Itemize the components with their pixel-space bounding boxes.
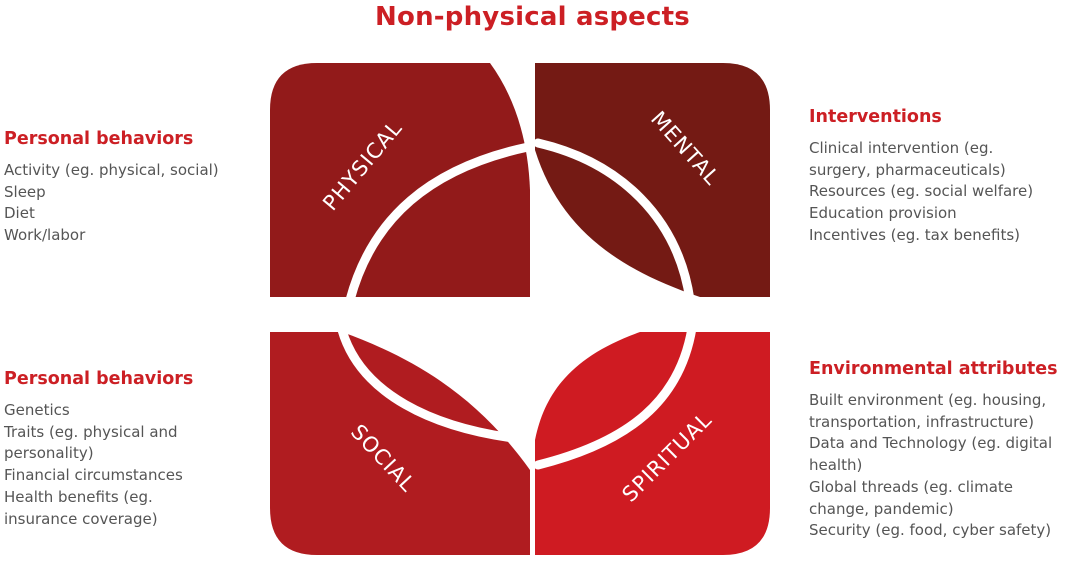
panel-list: Clinical intervention (eg. surgery, phar… — [809, 138, 1059, 247]
list-item: health) — [809, 456, 863, 475]
list-item: Traits (eg. physical and — [4, 422, 178, 441]
arc-social — [337, 325, 535, 445]
panel-environmental-attributes: Environmental attributes Built environme… — [809, 359, 1063, 542]
page-title: Non-physical aspects — [375, 2, 690, 32]
panel-list: Genetics Traits (eg. physical and person… — [4, 400, 244, 530]
list-item: Clinical intervention (eg. — [809, 139, 994, 157]
panel-personal-behaviors-bottom: Personal behaviors Genetics Traits (eg. … — [4, 369, 244, 530]
arc-mental — [533, 138, 695, 305]
list-item: Work/labor — [4, 226, 86, 245]
arc-physical — [345, 142, 533, 305]
panel-heading: Personal behaviors — [4, 369, 194, 389]
panel-heading: Personal behaviors — [4, 129, 194, 149]
list-item: personality) — [4, 444, 94, 463]
list-item: Resources (eg. social welfare) — [809, 182, 1034, 201]
list-item: surgery, pharmaceuticals) — [809, 160, 1006, 179]
list-item: Education provision — [809, 204, 957, 223]
panel-list: Activity (eg. physical, social) Sleep Di… — [4, 160, 244, 247]
panel-heading: Interventions — [809, 107, 942, 127]
list-item: Data and Technology (eg. digital — [809, 434, 1053, 453]
panel-personal-behaviors-top: Personal behaviors Activity (eg. physica… — [4, 129, 244, 247]
list-item: insurance coverage) — [4, 509, 158, 528]
list-item: Financial circumstances — [4, 466, 183, 485]
arc-spiritual — [533, 323, 697, 470]
quadrant-social — [270, 332, 530, 555]
list-item: Security (eg. food, cyber safety) — [809, 521, 1052, 540]
list-item: Sleep — [4, 182, 46, 201]
quadrant-physical — [270, 63, 530, 297]
list-item: Diet — [4, 204, 35, 223]
quadrant-mental — [535, 63, 770, 297]
separator-arcs — [337, 138, 697, 470]
panel-heading: Environmental attributes — [809, 359, 1058, 379]
list-item: Incentives (eg. tax benefits) — [809, 225, 1020, 244]
panel-interventions: Interventions Clinical intervention (eg.… — [809, 107, 1059, 247]
list-item: change, pandemic) — [809, 499, 954, 518]
list-item: Health benefits (eg. — [4, 487, 153, 506]
list-item: Activity (eg. physical, social) — [4, 161, 219, 179]
list-item: Genetics — [4, 401, 70, 419]
list-item: transportation, infrastructure) — [809, 412, 1035, 431]
panel-list: Built environment (eg. housing, transpor… — [809, 390, 1063, 542]
list-item: Built environment (eg. housing, — [809, 391, 1047, 409]
quadrant-spiritual — [535, 332, 770, 555]
list-item: Global threads (eg. climate — [809, 477, 1014, 496]
